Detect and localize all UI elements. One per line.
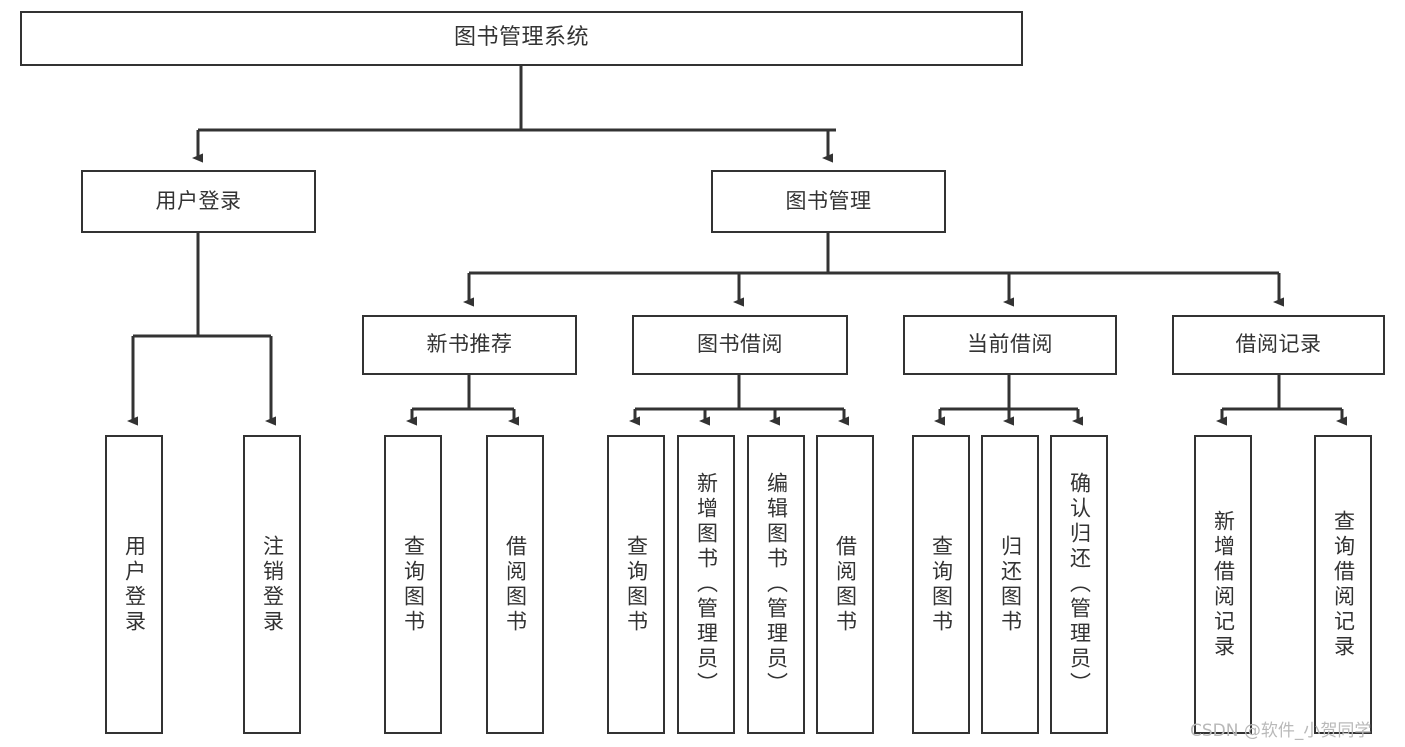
- node-label: 用户登录: [122, 534, 147, 635]
- node-label: 当前借阅: [967, 332, 1053, 357]
- node-leaf-query-book-current[interactable]: 查询图书: [912, 435, 970, 734]
- node-label: 用户登录: [155, 188, 242, 213]
- node-leaf-borrow-book-recommendation[interactable]: 借阅图书: [486, 435, 544, 734]
- node-root-book-management-system[interactable]: 图书管理系统: [20, 11, 1023, 66]
- node-label: 图书管理: [785, 188, 872, 213]
- node-label: 查询图书: [401, 534, 426, 635]
- node-label: 借阅记录: [1235, 332, 1322, 357]
- node-leaf-user-logout[interactable]: 注销登录: [243, 435, 301, 734]
- node-label: 新书推荐: [426, 332, 513, 357]
- node-label: 新增借阅记录: [1211, 509, 1236, 660]
- csdn-watermark: CSDN @软件_小贺同学: [1190, 721, 1372, 741]
- node-user-login[interactable]: 用户登录: [81, 170, 316, 233]
- node-book-management[interactable]: 图书管理: [711, 170, 946, 233]
- node-new-book-recommendation[interactable]: 新书推荐: [362, 315, 577, 375]
- node-leaf-edit-book-admin[interactable]: 编辑图书（管理员）: [747, 435, 805, 734]
- node-label: 查询借阅记录: [1331, 509, 1356, 660]
- node-leaf-user-login[interactable]: 用户登录: [105, 435, 163, 734]
- node-label: 新增图书（管理员）: [694, 472, 719, 697]
- node-label: 借阅图书: [503, 534, 528, 635]
- node-label: 查询图书: [624, 534, 649, 635]
- node-leaf-query-book-borrow[interactable]: 查询图书: [607, 435, 665, 734]
- node-label: 图书管理系统: [453, 25, 589, 51]
- node-leaf-add-book-admin[interactable]: 新增图书（管理员）: [677, 435, 735, 734]
- node-label: 借阅图书: [833, 534, 858, 635]
- node-label: 确认归还（管理员）: [1067, 472, 1092, 697]
- node-leaf-query-book-recommendation[interactable]: 查询图书: [384, 435, 442, 734]
- node-label: 查询图书: [929, 534, 954, 635]
- node-leaf-confirm-return-admin[interactable]: 确认归还（管理员）: [1050, 435, 1108, 734]
- node-leaf-add-borrow-record[interactable]: 新增借阅记录: [1194, 435, 1252, 734]
- node-label: 归还图书: [998, 534, 1023, 635]
- node-label: 注销登录: [260, 534, 285, 635]
- node-current-borrow[interactable]: 当前借阅: [903, 315, 1117, 375]
- node-leaf-query-borrow-record[interactable]: 查询借阅记录: [1314, 435, 1372, 734]
- node-borrow-record[interactable]: 借阅记录: [1172, 315, 1385, 375]
- node-label: 编辑图书（管理员）: [764, 472, 789, 697]
- node-leaf-borrow-book-borrow[interactable]: 借阅图书: [816, 435, 874, 734]
- node-label: 图书借阅: [697, 332, 783, 357]
- node-leaf-return-book[interactable]: 归还图书: [981, 435, 1039, 734]
- node-book-borrow[interactable]: 图书借阅: [632, 315, 848, 375]
